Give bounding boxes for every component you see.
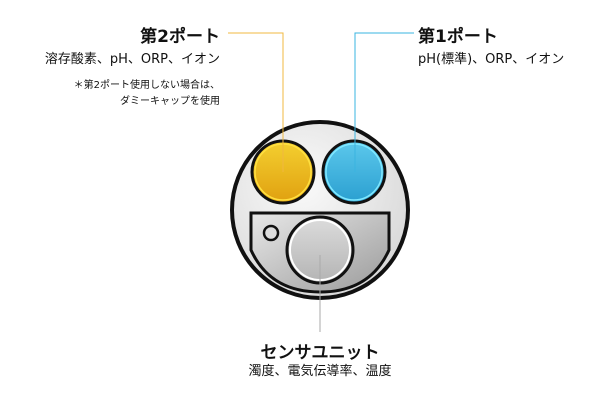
port1-desc: pH(標準)、ORP、イオン [418, 52, 565, 67]
sensor-unit-desc: 濁度、電気伝導率、温度 [248, 364, 392, 379]
port1-circle [321, 139, 387, 205]
port2-title: 第2ポート [140, 27, 220, 47]
port2-desc: 溶存酸素、pH、ORP、イオン [44, 52, 220, 67]
small-hole [262, 224, 280, 242]
port1-title: 第1ポート [418, 27, 498, 47]
port2-leader-line [228, 32, 284, 172]
port2-note-line1: ＊第2ポート使用しない場合は、 [73, 80, 220, 91]
port2-note-line2: ダミーキャップを使用 [120, 96, 220, 107]
sensor-unit-title: センサユニット [260, 343, 380, 363]
port1-leader-line [354, 32, 414, 172]
